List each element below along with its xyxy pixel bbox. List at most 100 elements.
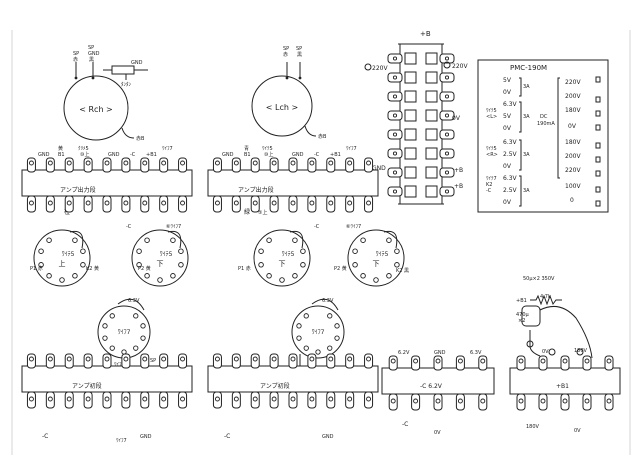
output-board-left-lug-hole [123,200,129,206]
power-lug-hole [444,151,450,156]
output-board-left-lug-hole [66,200,72,206]
power-left-gnd: GND [372,165,386,172]
output-board-left-lug-hole [66,160,72,166]
power-lug-hole [444,56,450,61]
svg-text:黒: 黒 [297,52,302,58]
output-board-right-lug-hole [290,160,296,166]
svg-text:0V: 0V [503,163,512,170]
tube-pin [178,248,184,254]
input-board-right-name: アンプ初段 [260,382,290,390]
output-board-left-lug-hole [85,160,91,166]
svg-text:-C: -C [486,188,492,194]
output-board-left-lug-hole [47,160,53,166]
b1-cap-label: 50μ×2 350V [523,276,555,282]
svg-text:0V: 0V [542,349,549,355]
tube-jumper-wire [289,230,304,249]
input-board-left-lug-hole [104,356,110,362]
output-board-right-lug-hole [328,160,334,166]
tube-heater-label: 6.3V [322,298,334,304]
input-board-right-lug-hole [233,356,239,362]
power-lug-hole [392,170,398,175]
bias-board-lug-hole [457,398,463,404]
power-right-b2: +B [454,183,463,190]
tube-pin [72,273,78,279]
input-board-right-lug-hole [309,356,315,362]
svg-text:ｸﾘﾒ5: ｸﾘﾒ5 [78,146,89,152]
svg-text:-C: -C [130,152,136,158]
output-board-right-lug-hole [252,160,258,166]
power-right-220v: 220V [452,63,468,70]
svg-text:220V: 220V [565,167,581,174]
output-board-left-lug-hole [142,160,148,166]
svg-text:B1: B1 [58,152,65,158]
power-right-0v: 0V [452,115,461,122]
tube-pin [133,313,139,319]
power-terminal-rows [387,52,455,198]
svg-text:6.2V: 6.2V [398,350,410,356]
bias-board-lug-hole [413,358,419,364]
speaker-rch-lead: 赤B [136,136,145,142]
b1-resistor-label: 4.7k [540,294,551,300]
input-board-right-lug-hole [328,396,334,402]
tube-name: ﾜｲﾃ5 [376,251,389,258]
speaker-lch-lead: 赤B [318,134,327,140]
tube-pin [266,237,272,243]
input-board-right-lug-hole [347,396,353,402]
tube-jumper-wire [69,230,84,249]
tube-pin [360,273,366,279]
output-board-right-lug-hole [214,160,220,166]
svg-text:180V: 180V [565,139,581,146]
output-board-right-lug-hole [252,200,258,206]
input-board-left-lug-hole [123,356,129,362]
input-board-left-lug-hole [161,356,167,362]
svg-text:ﾜｲﾌ7: ﾜｲﾌ7 [116,438,127,444]
bias-board: -C 6.2V 6.2V GND 6.3V -C 0V [381,350,495,436]
svg-text:0V: 0V [574,428,581,434]
tube-pin [170,273,176,279]
svg-text:⑩上: ⑩上 [264,151,273,158]
svg-text:0V: 0V [503,199,512,206]
svg-text:6.3V: 6.3V [503,101,518,108]
tube-side-label: P2 黄 [138,265,151,272]
output-board-left-lug-hole [28,200,34,206]
b1-board-lug-hole [540,358,546,364]
input-board-right: アンプ初段 -C GND [207,365,379,440]
tube-pin [352,262,358,268]
tube-jumper-wire [167,230,182,249]
input-board-left-lug-hole [47,396,53,402]
svg-text:ﾜｲﾌ7: ﾜｲﾌ7 [162,146,173,152]
output-board-left-lug-hole [28,160,34,166]
svg-text:-C: -C [224,433,230,440]
svg-text:100V: 100V [565,183,581,190]
speaker-lch-label: < Lch > [266,103,298,112]
transformer-tap [595,96,601,103]
input-board-right-lug-hole [214,396,220,402]
tube-pin [258,248,264,254]
transformer-title: PMC-190M [510,64,547,72]
svg-text:GND: GND [140,434,152,440]
svg-text:0V: 0V [434,430,441,436]
input-board-left-lug-hole [142,356,148,362]
svg-text:190mA: 190mA [537,121,555,127]
transformer-pmc190m: PMC-190M 5V 0V 3A ﾜｲﾃ5<L> 6.3V 5V 0V 3A … [477,59,609,213]
tube-side-label: P1 赤 [30,266,43,272]
b1-board-lug-hole [518,398,524,404]
tube-pin [279,277,285,283]
svg-text:0: 0 [570,197,574,204]
input-board-left-lug-hole [66,356,72,362]
tube-pin [38,262,44,268]
output-board-left-lug-hole [47,200,53,206]
transformer-tap [595,124,601,131]
tube-heater-label: 6.3V [128,298,140,304]
b1-board-name: +B1 [556,383,569,390]
output-board-right-lug-hole [366,160,372,166]
power-lug-square [425,71,438,84]
svg-text:ﾜｲﾌ7: ﾜｲﾌ7 [114,362,125,368]
input-board-left-lugs [26,353,188,409]
svg-text:SP: SP [88,45,94,51]
tube-pin [334,323,340,329]
output-board-left-lug-hole [161,200,167,206]
svg-text:GND: GND [108,152,120,158]
